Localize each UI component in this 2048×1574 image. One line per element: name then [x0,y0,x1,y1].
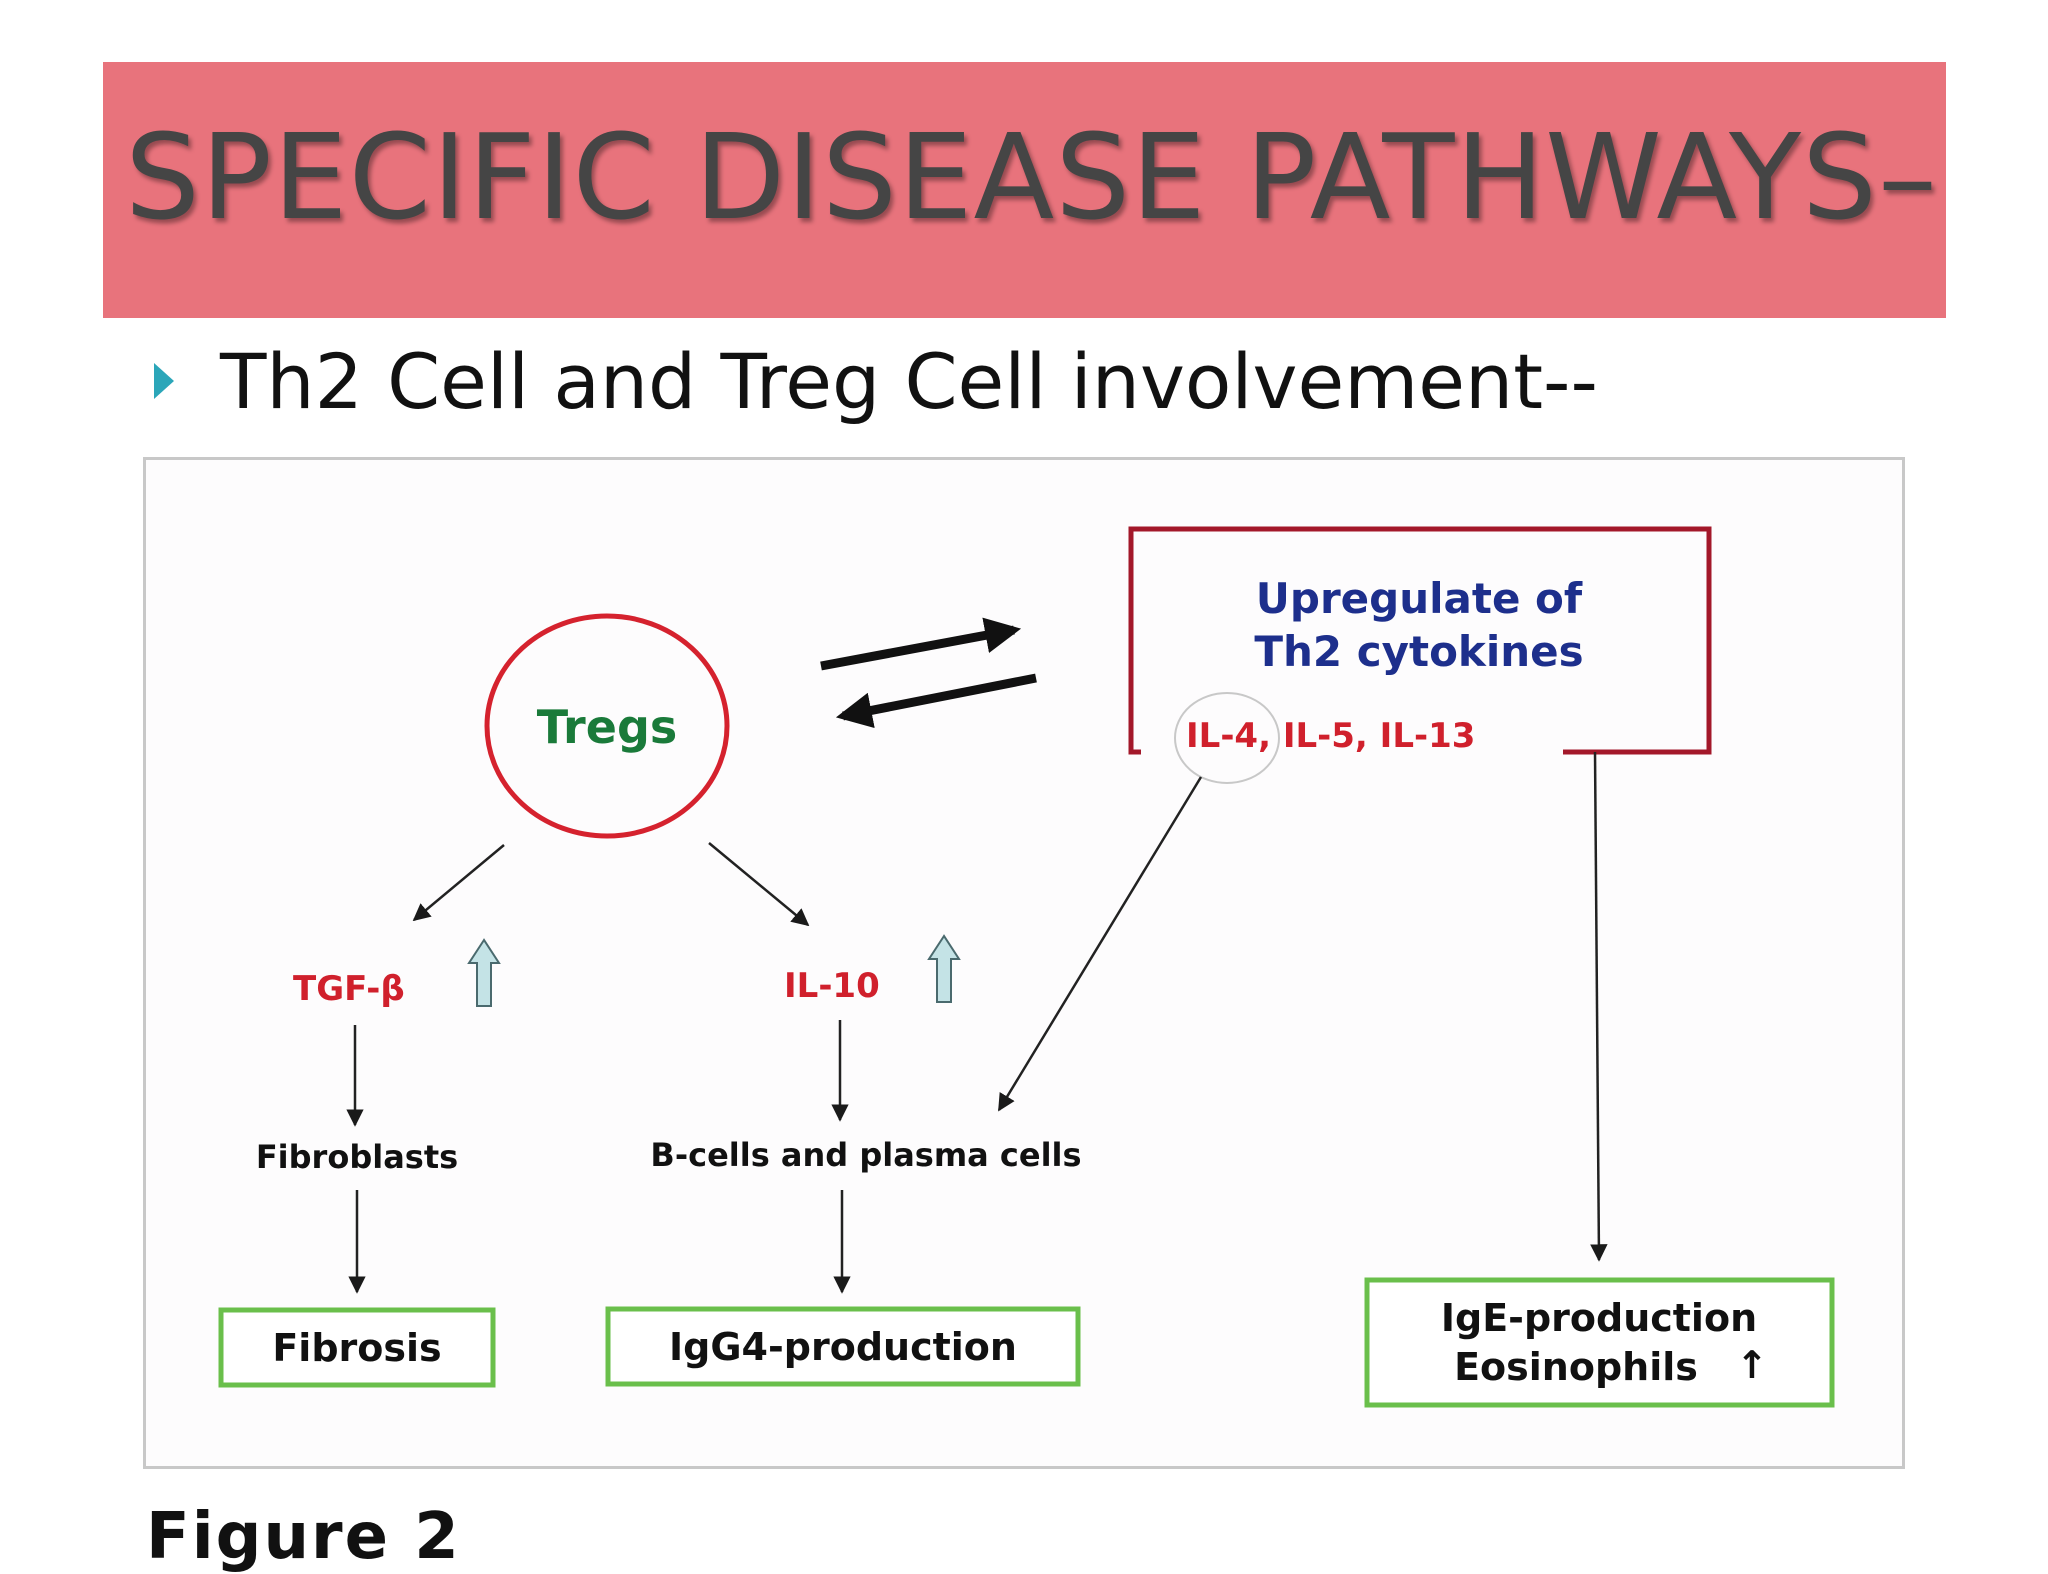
tregs-node [484,613,730,839]
igg4-box [605,1306,1081,1387]
il4-to-bcells-arrow [997,776,1203,1112]
th2-to-ige-arrow [1590,751,1608,1262]
fibroblasts-label: Fibroblasts [256,1138,458,1176]
cytokines-label: IL-4, IL-5, IL-13 [1186,716,1475,756]
th2-box-line1: Upregulate of [1256,574,1583,623]
fibrosis-box [218,1307,496,1388]
ige-box [1364,1277,1835,1408]
exchange-arrow-left [835,673,1037,729]
il10-up-arrow-icon [927,934,961,1003]
ige-line2: Eosinophils [1454,1345,1698,1389]
title-bar: SPECIFIC DISEASE PATHWAYS– [103,62,1946,318]
figure-caption: Figure 2 [146,1500,526,1574]
tgf-beta-label: TGF-β [293,969,405,1009]
tregs-to-il10-arrow [708,842,810,927]
il4-highlight-circle [1174,692,1280,784]
tregs-to-tgf-arrow [412,844,505,922]
tgf-up-arrow-icon [467,938,501,1007]
fibrosis-label: Fibrosis [272,1326,441,1370]
exchange-arrow-right [820,617,1022,671]
figure-caption-text: Figure 2 [146,1500,461,1574]
igg4-label: IgG4-production [669,1325,1017,1369]
triangle-bullet-icon [154,363,174,399]
bullet-text: Th2 Cell and Treg Cell involvement-- [220,336,1598,426]
tregs-label: Tregs [537,700,678,754]
th2-cytokine-box [1128,526,1712,755]
bcells-label: B-cells and plasma cells [650,1136,1081,1174]
th2-box-line2: Th2 cytokines [1254,627,1583,676]
pathway-diagram: Tregs Upregulate of Th2 cytokines IL-4, … [143,457,1905,1469]
bullet-item: Th2 Cell and Treg Cell involvement-- [150,336,1598,426]
slide-title: SPECIFIC DISEASE PATHWAYS– [125,108,1938,246]
il10-label: IL-10 [784,966,880,1006]
ige-up-arrow-icon: ↑ [1736,1343,1768,1387]
ige-line1: IgE-production [1441,1296,1757,1340]
